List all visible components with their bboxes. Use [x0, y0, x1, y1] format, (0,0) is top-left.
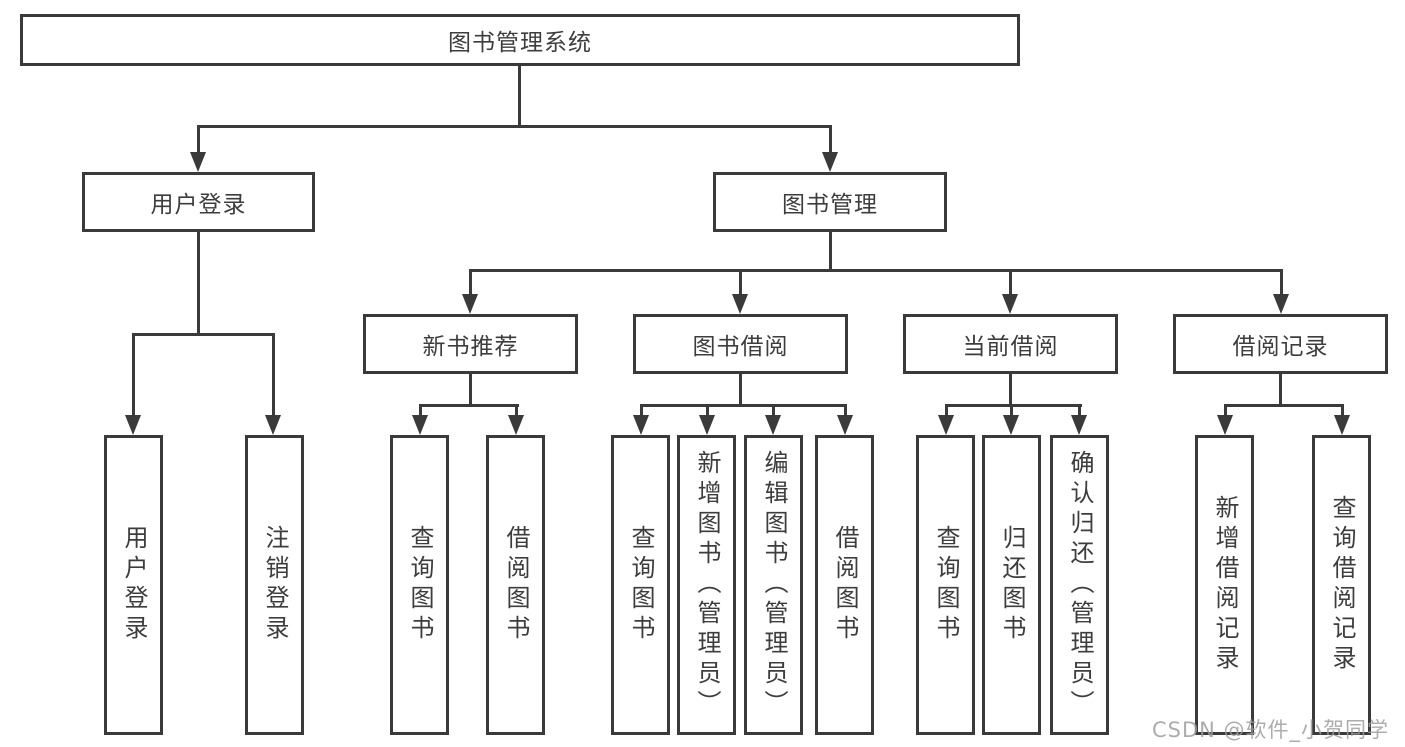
arrow-down-icon	[938, 415, 954, 435]
node-label: 新增借阅记录	[1211, 495, 1239, 675]
connector-line	[132, 333, 275, 336]
connector-line	[739, 374, 742, 407]
connector-line	[1280, 269, 1283, 301]
node-book-management: 图书管理	[713, 172, 947, 232]
leaf-borrow-books-recommend: 借阅图书	[486, 435, 545, 735]
leaf-query-books-borrow: 查询图书	[611, 435, 670, 735]
connector-line	[829, 125, 832, 158]
arrow-down-icon	[125, 415, 141, 435]
connector-line	[772, 404, 775, 422]
arrow-down-icon	[1071, 415, 1087, 435]
arrow-down-icon	[699, 415, 715, 435]
node-label: 图书借阅	[692, 334, 789, 360]
arrow-down-icon	[1273, 294, 1289, 314]
node-label: 编辑图书（管理员）	[760, 450, 788, 720]
node-label: 归还图书	[998, 525, 1026, 645]
connector-line	[469, 374, 472, 407]
connector-line	[515, 404, 518, 422]
node-label: 查询图书	[932, 525, 960, 645]
connector-line	[1010, 404, 1013, 422]
leaf-logout: 注销登录	[245, 435, 304, 735]
connector-line	[1078, 404, 1081, 422]
node-label: 查询图书	[406, 525, 434, 645]
node-book-borrow: 图书借阅	[633, 314, 848, 374]
arrow-down-icon	[732, 294, 748, 314]
connector-line	[272, 333, 275, 421]
connector-line	[706, 404, 709, 422]
node-library-system: 图书管理系统	[20, 14, 1020, 66]
node-label: 用户登录	[120, 525, 148, 645]
arrow-down-icon	[837, 415, 853, 435]
arrow-down-icon	[633, 415, 649, 435]
connector-line	[1009, 374, 1012, 407]
connector-line	[1341, 404, 1344, 422]
connector-line	[1224, 404, 1344, 407]
arrow-down-icon	[1334, 415, 1350, 435]
node-new-book-recommend: 新书推荐	[363, 314, 578, 374]
connector-line	[829, 232, 832, 272]
connector-line	[640, 404, 643, 422]
node-label: 借阅图书	[831, 525, 859, 645]
arrow-down-icon	[190, 152, 206, 172]
node-label: 借阅图书	[502, 525, 530, 645]
connector-line	[1224, 404, 1227, 422]
arrow-down-icon	[462, 294, 478, 314]
connector-line	[1009, 269, 1012, 301]
arrow-down-icon	[1002, 294, 1018, 314]
connector-line	[469, 269, 1283, 272]
node-label: 当前借阅	[962, 334, 1059, 360]
connector-line	[419, 404, 519, 407]
arrow-down-icon	[1003, 415, 1019, 435]
leaf-query-books-recommend: 查询图书	[390, 435, 449, 735]
leaf-edit-books-admin: 编辑图书（管理员）	[744, 435, 803, 735]
leaf-return-books: 归还图书	[982, 435, 1041, 735]
connector-line	[197, 125, 832, 128]
connector-line	[132, 333, 135, 421]
arrow-down-icon	[508, 415, 524, 435]
connector-line	[739, 269, 742, 301]
node-label: 查询图书	[627, 525, 655, 645]
node-label: 图书管理系统	[448, 30, 592, 56]
leaf-query-borrow-record: 查询借阅记录	[1312, 435, 1371, 735]
connector-line	[945, 404, 1082, 407]
node-current-borrow: 当前借阅	[903, 314, 1118, 374]
arrow-down-icon	[1217, 415, 1233, 435]
leaf-confirm-return-admin: 确认归还（管理员）	[1050, 435, 1109, 735]
connector-line	[197, 232, 200, 336]
node-label: 注销登录	[261, 525, 289, 645]
leaf-borrow-books: 借阅图书	[815, 435, 874, 735]
node-user-login: 用户登录	[82, 172, 315, 232]
connector-line	[197, 125, 200, 158]
watermark: CSDN @软件_小贺同学	[1152, 718, 1390, 742]
connector-line	[945, 404, 948, 422]
node-label: 新增图书（管理员）	[693, 450, 721, 720]
arrow-down-icon	[265, 415, 281, 435]
node-label: 新书推荐	[422, 334, 519, 360]
node-label: 确认归还（管理员）	[1066, 450, 1094, 720]
node-label: 图书管理	[782, 192, 878, 218]
connector-line	[518, 66, 521, 127]
arrow-down-icon	[765, 415, 781, 435]
connector-line	[1279, 374, 1282, 407]
leaf-add-borrow-record: 新增借阅记录	[1195, 435, 1254, 735]
node-label: 查询借阅记录	[1328, 495, 1356, 675]
connector-line	[844, 404, 847, 422]
leaf-add-books-admin: 新增图书（管理员）	[677, 435, 736, 735]
connector-line	[469, 269, 472, 301]
leaf-query-books-current: 查询图书	[916, 435, 975, 735]
node-label: 用户登录	[150, 192, 247, 218]
connector-line	[419, 404, 422, 422]
node-borrow-records: 借阅记录	[1173, 314, 1388, 374]
node-label: 借阅记录	[1232, 334, 1329, 360]
leaf-user-login: 用户登录	[104, 435, 163, 735]
connector-line	[640, 404, 847, 407]
arrow-down-icon	[412, 415, 428, 435]
arrow-down-icon	[822, 152, 838, 172]
